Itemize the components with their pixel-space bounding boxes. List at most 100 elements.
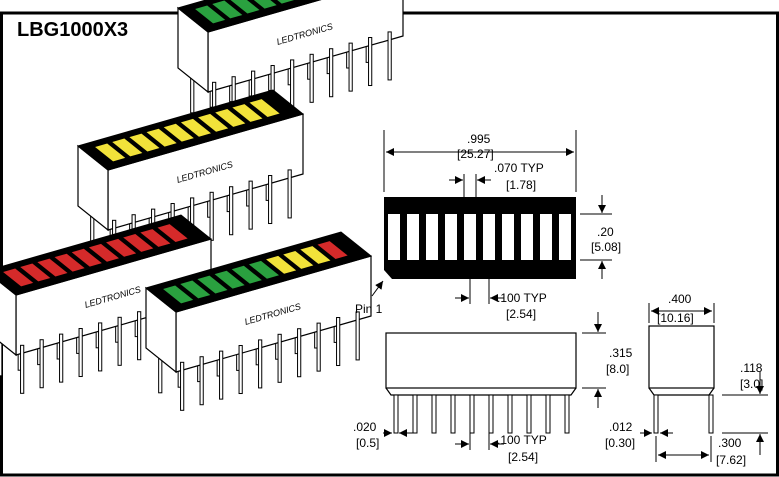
led-segment [146,128,177,147]
led-display: LEDTRONICS [144,231,373,411]
front-segment [521,214,533,260]
pin-pitch-mm: [2.54] [508,450,538,464]
overall-width-mm: [25.27] [457,147,494,161]
led-segment [232,104,263,122]
led-segment [266,255,297,274]
front-segment [502,214,514,260]
led-pin [277,333,282,383]
overall-width-label: .995 [467,132,491,146]
led-top-face [176,0,322,33]
led-segment [71,248,102,267]
end-view-pin [708,394,714,434]
segment-width-mm: [1.78] [506,178,536,192]
pin1-leader [371,280,384,297]
led-segment [212,0,243,19]
led-pin [268,175,273,225]
body-depth-mm: [10.16] [657,311,694,325]
led-end-face [0,281,17,357]
front-view-segments [388,214,571,260]
led-pin [137,311,142,361]
pin-width-label: .020 [353,420,377,434]
side-pin [412,394,418,434]
standoff-mm: [3.0] [740,377,763,391]
segment-height-mm: [5.08] [591,240,621,254]
side-pin [564,394,570,434]
pin1-label: Pin 1 [355,302,383,316]
pin-thickness-label: .012 [609,420,633,434]
led-pin [238,345,243,395]
led-segment [140,229,171,247]
led-pin [180,361,185,411]
led-pin [287,169,292,219]
led-pin [329,48,334,98]
led-segment [20,263,51,282]
led-pin [290,59,295,109]
led-pin [387,31,392,81]
led-segment [129,133,160,152]
segment-height-label: .20 [597,225,614,239]
led-segment [197,275,228,294]
led-segment [214,270,245,289]
led-segment [95,143,126,162]
led-segment [180,118,211,137]
led-pin [117,316,122,366]
led-pin [78,328,83,378]
front-segment [445,214,457,260]
side-pin [488,394,494,434]
side-pin [469,394,475,434]
led-pin [39,339,44,389]
led-pin [316,322,321,372]
pin-thickness-mm: [0.30] [605,436,635,450]
segment-pitch-mm: [2.54] [506,307,536,321]
row-spacing-mm: [7.62] [716,453,746,467]
part-number-label: LBG1000X3 [17,19,129,41]
segment-pitch-label: .100 TYP [497,291,547,305]
front-segment [483,214,495,260]
body-depth-label: .400 [668,292,692,306]
pin1-notch [384,270,392,279]
led-pin [209,191,214,241]
led-segment [317,241,348,260]
pin-width-mm: [0.5] [356,436,379,450]
side-pin [507,394,513,434]
led-pin [248,180,253,230]
end-view-base [648,387,715,396]
front-segment [426,214,438,260]
led-segment [277,0,294,4]
led-pin [20,344,25,394]
led-segment [283,250,314,269]
segment-width-label: .070 TYP [494,161,544,175]
led-segment [198,113,229,132]
side-view-body [385,332,577,389]
led-segment [157,224,188,243]
led-segment [163,285,194,304]
led-segment [231,265,262,284]
side-pin [526,394,532,434]
led-segment [300,246,331,264]
side-view-base [385,387,577,396]
led-pin [219,350,224,400]
led-pin [309,53,314,103]
led-pin [59,333,64,383]
led-pin [336,317,341,367]
led-segment [3,268,34,287]
led-segment [230,0,260,14]
front-segment [407,214,419,260]
led-segment [88,243,119,262]
led-segment [195,5,226,24]
led-segment [106,238,137,257]
led-segment [215,108,246,127]
led-pin [98,322,103,372]
led-pin [297,328,302,378]
led-segment [253,0,277,9]
front-view: Pin 1 .995 [25.27] .070 TYP [1.78] .20 [… [355,130,621,321]
led-pin [348,42,353,92]
led-display: LEDTRONICS [76,89,305,269]
side-pin [431,394,437,434]
front-segment [464,214,476,260]
body-height-mm: [8.0] [606,362,629,376]
side-pin [450,394,456,434]
led-display: LEDTRONICS [0,214,213,394]
led-segment [54,253,85,272]
